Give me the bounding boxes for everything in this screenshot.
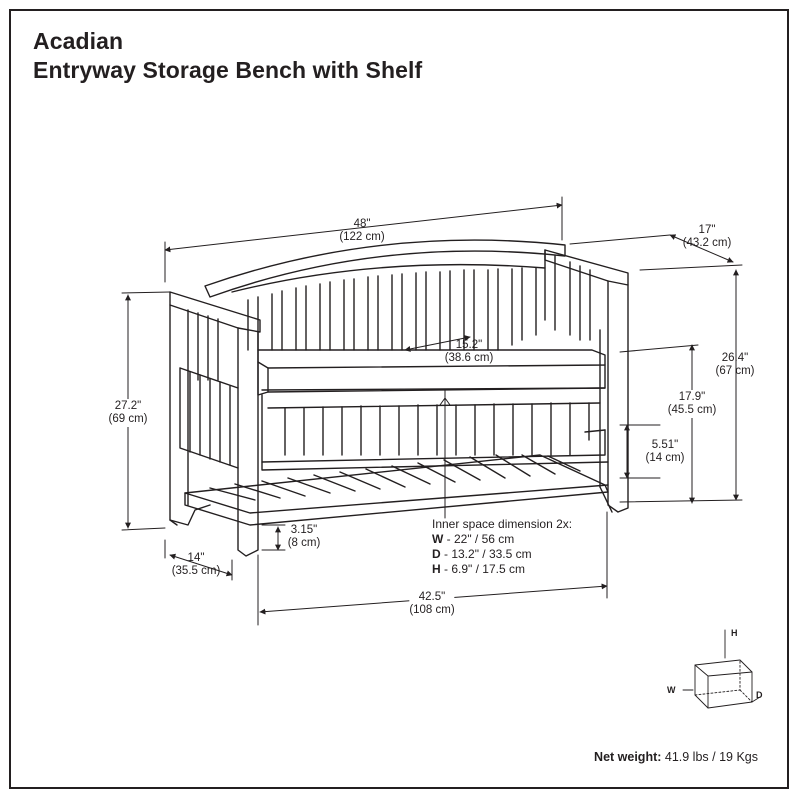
axis-label-width: W	[667, 685, 676, 695]
dim-inner-width: 42.5"(108 cm)	[409, 590, 455, 618]
dim-leg-height: 3.15"(8 cm)	[287, 524, 321, 549]
inner-space-row-depth: D - 13.2" / 33.5 cm	[432, 547, 532, 561]
dim-overall-depth: 17"(43.2 cm)	[682, 224, 732, 249]
bench-outline	[169, 239, 629, 557]
page-frame	[9, 9, 789, 789]
dim-back-height: 26.4"(67 cm)	[715, 352, 755, 377]
net-weight-value: 41.9 lbs / 19 Kgs	[661, 750, 758, 764]
net-weight: Net weight: 41.9 lbs / 19 Kgs	[594, 750, 758, 764]
inner-space-dimensions: Inner space dimension 2x: W - 22" / 56 c…	[432, 517, 572, 577]
axis-label-height: H	[731, 628, 738, 638]
dim-arm-depth: 14"(35.5 cm)	[171, 552, 221, 577]
axis-label-depth: D	[756, 690, 763, 700]
dim-arm-height: 27.2"(69 cm)	[108, 399, 148, 427]
inner-space-row-width: W - 22" / 56 cm	[432, 532, 515, 546]
product-brand-title: Acadian	[33, 28, 124, 54]
net-weight-label: Net weight:	[594, 750, 662, 764]
dim-seat-height: 17.9"(45.5 cm)	[667, 390, 717, 418]
dim-seat-depth: 15.2"(38.6 cm)	[444, 339, 494, 364]
dim-shelf-height: 5.51"(14 cm)	[645, 438, 685, 466]
dim-overall-width: 48"(122 cm)	[339, 218, 385, 243]
front-panel-slats	[284, 402, 590, 456]
inner-space-row-height: H - 6.9" / 17.5 cm	[432, 562, 525, 576]
axis-cube-icon	[682, 629, 761, 709]
product-name-title: Entryway Storage Bench with Shelf	[33, 57, 423, 83]
back-slats	[247, 267, 537, 351]
inner-space-heading: Inner space dimension 2x:	[432, 517, 573, 531]
